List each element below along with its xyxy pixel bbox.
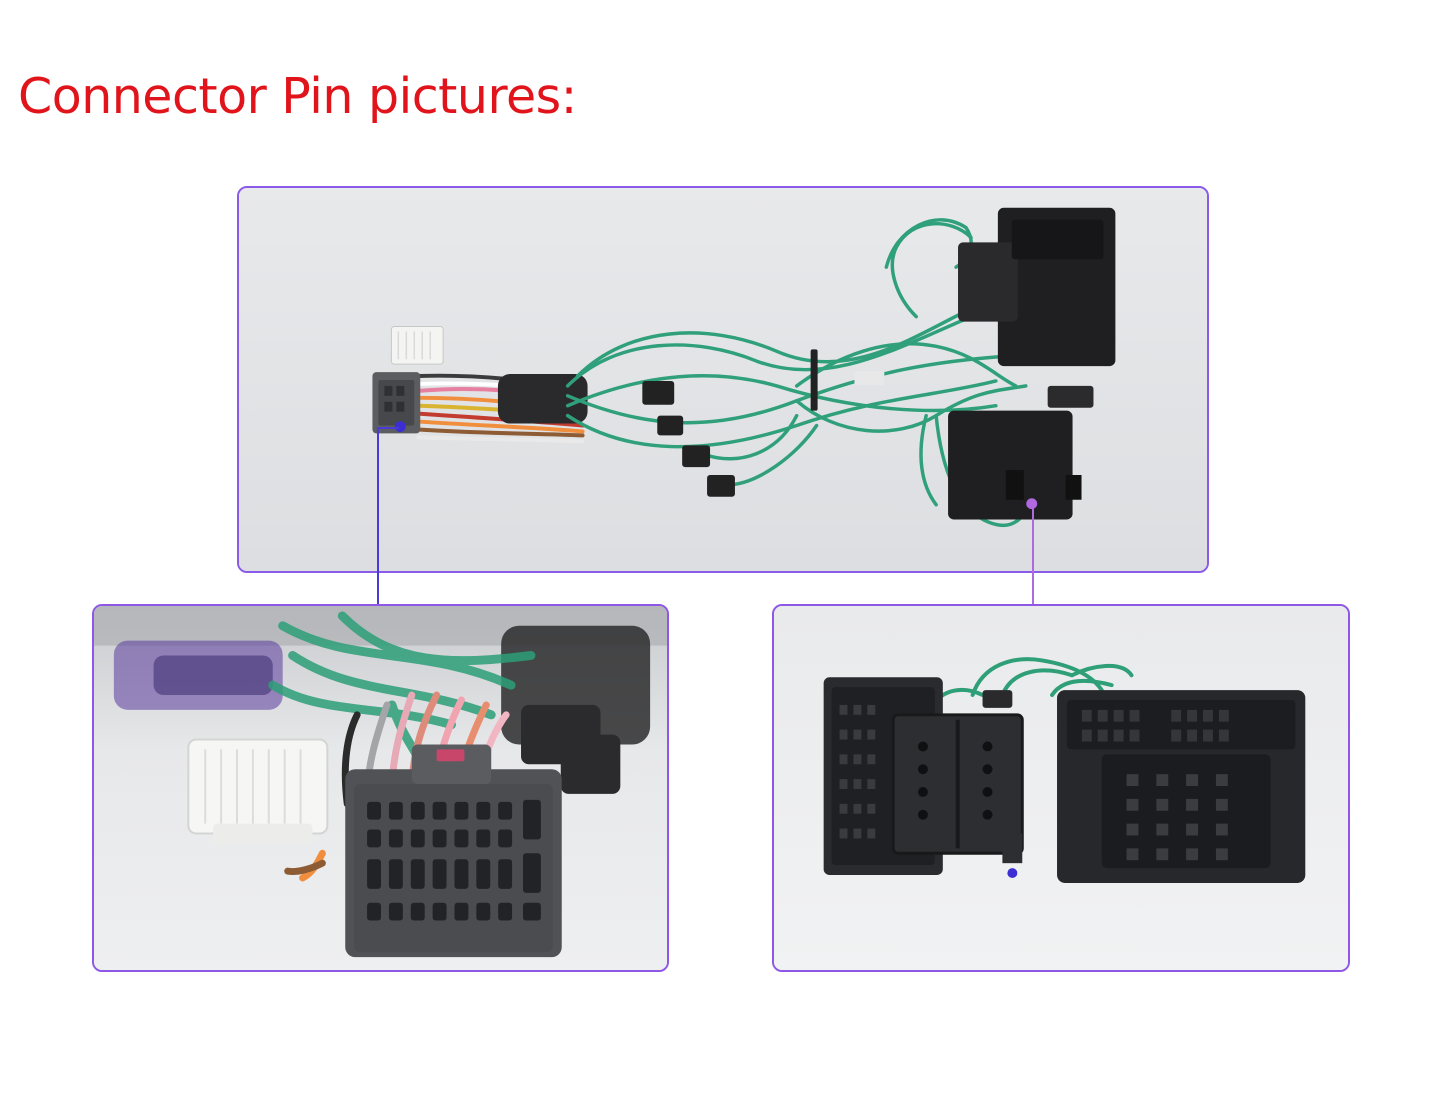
connector-closeup-left-image: [94, 606, 667, 970]
connector-closeup-right-image: [774, 606, 1348, 970]
connector-closeup-right-photo: [772, 604, 1350, 972]
harness-overview-image: [239, 188, 1207, 571]
connector-closeup-left-photo: [92, 604, 669, 972]
harness-overview-photo: [237, 186, 1209, 573]
page-title: Connector Pin pictures:: [18, 68, 577, 125]
